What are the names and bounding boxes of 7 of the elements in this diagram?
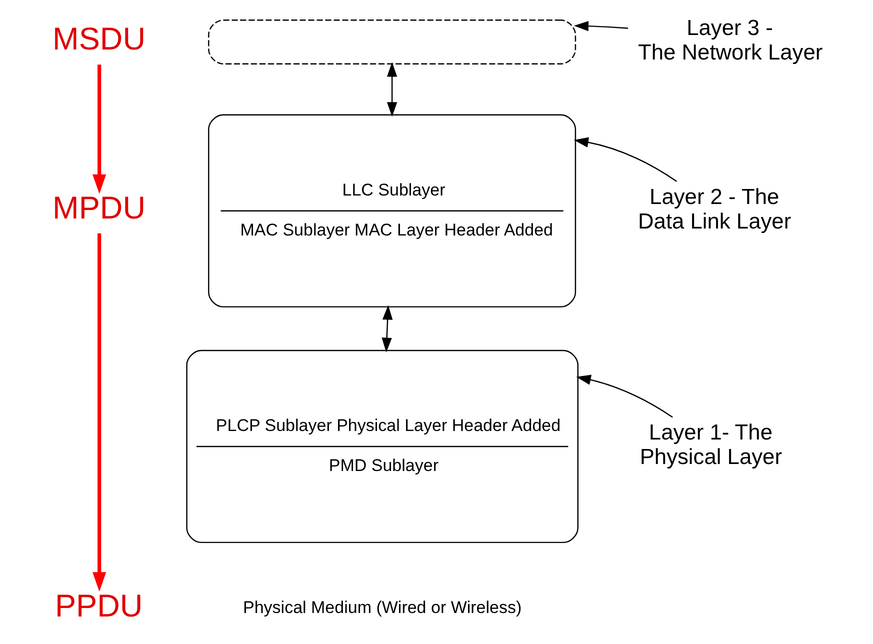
node-text: Layer 3 - The Network Layer (638, 15, 822, 65)
node-text: Layer 2 - The Data Link Layer (638, 184, 791, 234)
label: Physical Medium (Wired or Wireless) (242, 598, 522, 618)
node-text: Layer 1- The Physical Layer (639, 420, 782, 469)
node-text: PPDU (54, 587, 142, 624)
node-text: MSDU (52, 20, 146, 57)
node-text: MPDU (52, 190, 146, 226)
